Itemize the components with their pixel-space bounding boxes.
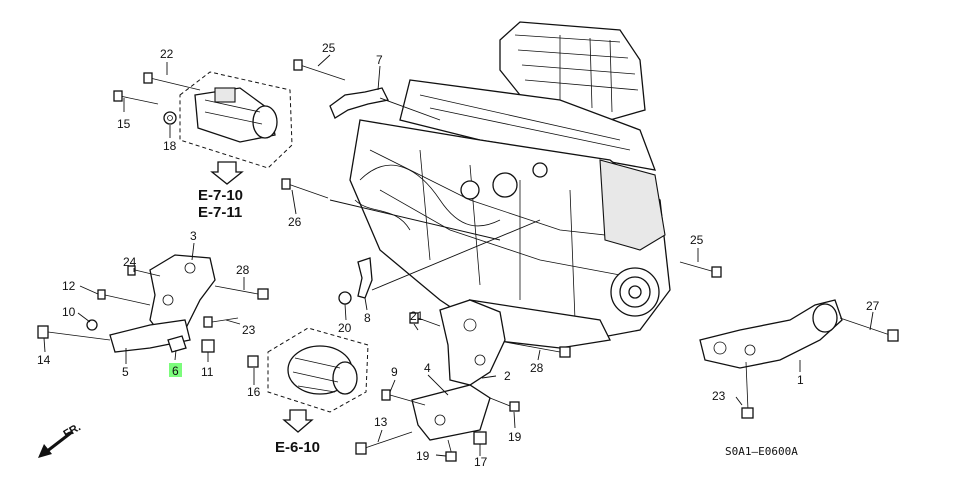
hollow-down-arrow-icon	[210, 161, 244, 185]
callout-6: 6	[172, 364, 179, 378]
callout-28-left: 28	[236, 263, 250, 277]
callout-28-center: 28	[530, 361, 544, 375]
callout-13: 13	[374, 415, 388, 429]
callout-25-right: 25	[690, 233, 704, 247]
callout-24: 24	[123, 255, 137, 269]
callout-22: 22	[160, 47, 174, 61]
callout-11: 11	[201, 365, 214, 379]
hollow-down-arrow-icon	[282, 409, 314, 433]
ref-e-7-11[interactable]: E-7-11	[198, 204, 242, 221]
callout-5: 5	[122, 365, 129, 379]
arrow-down-left-icon	[38, 430, 73, 458]
callout-23-right: 23	[712, 389, 726, 403]
bracket-8	[338, 257, 373, 305]
bolt-22	[143, 72, 201, 91]
callout-20: 20	[338, 321, 352, 335]
left-bracket-group	[37, 254, 269, 353]
callout-4: 4	[424, 361, 431, 375]
front-label: FR.	[62, 421, 83, 440]
nut-18	[163, 111, 177, 125]
leader-lines	[43, 54, 874, 457]
bracket-6	[167, 335, 187, 353]
starter-motor-group	[113, 71, 293, 185]
callout-27: 27	[866, 299, 880, 313]
ref-e-6-10[interactable]: E-6-10	[275, 439, 320, 456]
bracket-7	[293, 59, 389, 119]
starter-motor	[194, 87, 278, 143]
bolt-15	[113, 90, 159, 105]
highlight-6	[169, 363, 182, 377]
diagram-code: S0A1—E0600A	[725, 445, 798, 458]
callout-10: 10	[62, 305, 76, 319]
front-marker: FR.	[38, 421, 83, 458]
callout-26: 26	[288, 215, 302, 229]
reference-labels: E-7-10 E-7-11 E-6-10	[198, 187, 320, 456]
callout-15: 15	[117, 117, 131, 131]
callout-7: 7	[376, 53, 383, 67]
callout-17: 17	[474, 455, 488, 469]
callout-8: 8	[364, 311, 371, 325]
callout-3: 3	[190, 229, 197, 243]
callout-25-top: 25	[322, 41, 336, 55]
callout-9: 9	[391, 365, 398, 379]
callout-23-left: 23	[242, 323, 256, 337]
bracket-4	[411, 299, 506, 441]
mount-1	[699, 299, 843, 369]
callout-19-bottom: 19	[416, 449, 430, 463]
callout-16: 16	[247, 385, 261, 399]
alternator-group	[247, 327, 369, 433]
alternator	[287, 345, 358, 395]
callout-2: 2	[504, 369, 511, 383]
bolt-25-right	[679, 261, 722, 278]
callout-18: 18	[163, 139, 177, 153]
callout-14: 14	[37, 353, 51, 367]
callout-19-right: 19	[508, 430, 522, 444]
callout-12: 12	[62, 279, 76, 293]
ref-e-7-10[interactable]: E-7-10	[198, 187, 243, 204]
callout-numbers: 22 15 18 25 7 26 25 3 24 28 12 10 23 14 …	[37, 41, 880, 469]
callout-21: 21	[410, 309, 424, 323]
engine-assembly	[349, 21, 671, 349]
bolt-26	[281, 178, 329, 199]
callout-1: 1	[797, 373, 804, 387]
